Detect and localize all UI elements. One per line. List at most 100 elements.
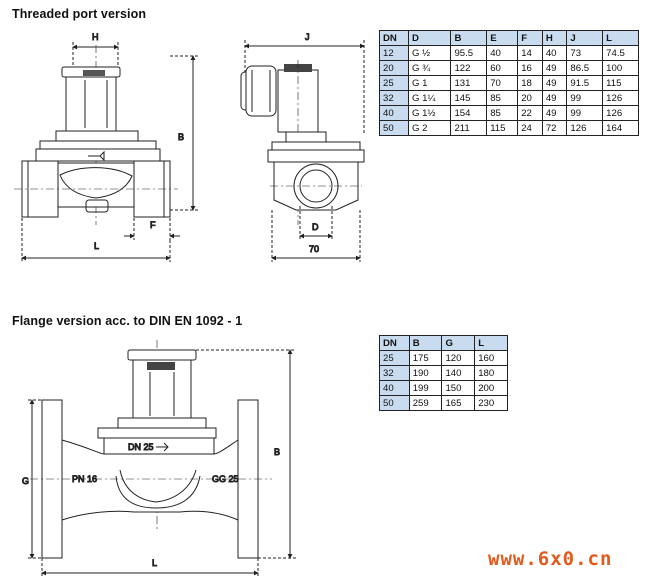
cell: 14 bbox=[517, 45, 543, 61]
col-h: H bbox=[541, 30, 568, 46]
cell: 85 bbox=[486, 105, 519, 121]
cell: 120 bbox=[441, 350, 476, 366]
dim-b-label: B bbox=[178, 132, 184, 142]
cell: 200 bbox=[474, 380, 508, 396]
dim-h-label: H bbox=[92, 32, 99, 42]
cell: 86.5 bbox=[566, 60, 604, 76]
col-d: D bbox=[408, 30, 452, 46]
cell: 12 bbox=[378, 45, 410, 61]
flange-gg-label: GG 25 bbox=[212, 474, 239, 484]
cell: 25 bbox=[379, 350, 410, 366]
col-j: J bbox=[566, 30, 604, 46]
cell: 50 bbox=[379, 395, 410, 411]
cell: 70 bbox=[486, 75, 519, 91]
cell: 25 bbox=[378, 75, 410, 91]
dim-j-label: J bbox=[305, 32, 310, 42]
cell: 60 bbox=[486, 60, 519, 76]
cell: 126 bbox=[566, 120, 604, 136]
cell: 16 bbox=[517, 60, 543, 76]
cell: G 1½ bbox=[408, 105, 452, 121]
cell: 180 bbox=[474, 365, 508, 381]
cell: 160 bbox=[474, 350, 508, 366]
cell: 18 bbox=[517, 75, 543, 91]
col-e: E bbox=[486, 30, 519, 46]
cell: 49 bbox=[541, 105, 568, 121]
cell: G ½ bbox=[408, 45, 452, 61]
flange-dim-b-label: B bbox=[274, 447, 280, 457]
cell: 32 bbox=[379, 365, 410, 381]
cell: 165 bbox=[441, 395, 476, 411]
cell: 49 bbox=[541, 75, 568, 91]
threaded-end-view: J D 70 bbox=[240, 32, 365, 262]
cell: 40 bbox=[379, 380, 410, 396]
cell: 72 bbox=[541, 120, 568, 136]
flange-pn-label: PN 16 bbox=[72, 474, 97, 484]
cell: 175 bbox=[408, 350, 443, 366]
cell: 122 bbox=[450, 60, 488, 76]
cell: 99 bbox=[566, 105, 604, 121]
cell: 20 bbox=[378, 60, 410, 76]
cell: 115 bbox=[602, 75, 639, 91]
cell: 85 bbox=[486, 90, 519, 106]
col-f: F bbox=[517, 30, 543, 46]
threaded-side-view: H B F L bbox=[14, 32, 198, 262]
cell: 99 bbox=[566, 90, 604, 106]
col-l: L bbox=[602, 30, 639, 46]
cell: 154 bbox=[450, 105, 488, 121]
flange-dim-l-label: L bbox=[152, 558, 157, 568]
cell: G ¾ bbox=[408, 60, 452, 76]
cell: 164 bbox=[602, 120, 639, 136]
flange-dn-label: DN 25 bbox=[128, 442, 154, 452]
cell: 50 bbox=[378, 120, 410, 136]
threaded-title: Threaded port version bbox=[12, 7, 147, 21]
cell: 190 bbox=[408, 365, 443, 381]
cell: 49 bbox=[541, 90, 568, 106]
cell: 40 bbox=[378, 105, 410, 121]
col-b: B bbox=[408, 335, 443, 351]
cell: 32 bbox=[378, 90, 410, 106]
cell: 100 bbox=[602, 60, 639, 76]
cell: 150 bbox=[441, 380, 476, 396]
flange-dim-g-label: G bbox=[22, 476, 29, 486]
flange-title: Flange version acc. to DIN EN 1092 - 1 bbox=[12, 314, 243, 328]
cell: 74.5 bbox=[602, 45, 639, 61]
cell: G 1 bbox=[408, 75, 452, 91]
col-l: L bbox=[474, 335, 508, 351]
col-dn: DN bbox=[378, 30, 410, 46]
cell: 145 bbox=[450, 90, 488, 106]
flange-view: DN 25 PN 16 GG 25 G B L bbox=[22, 340, 296, 578]
cell: 126 bbox=[602, 90, 639, 106]
cell: 40 bbox=[541, 45, 568, 61]
cell: 91.5 bbox=[566, 75, 604, 91]
watermark: www.6x0.cn bbox=[488, 548, 613, 570]
col-g: G bbox=[441, 335, 476, 351]
cell: 199 bbox=[408, 380, 443, 396]
cell: G 2 bbox=[408, 120, 452, 136]
cell: 131 bbox=[450, 75, 488, 91]
cell: 49 bbox=[541, 60, 568, 76]
dim-f-label: F bbox=[150, 220, 156, 230]
dim-70-label: 70 bbox=[309, 244, 319, 254]
col-b: B bbox=[450, 30, 488, 46]
dim-l-label: L bbox=[94, 241, 99, 251]
cell: 230 bbox=[474, 395, 508, 411]
cell: 73 bbox=[566, 45, 604, 61]
table-header-row: DN D B E F H J L bbox=[378, 30, 639, 46]
cell: 126 bbox=[602, 105, 639, 121]
cell: 259 bbox=[408, 395, 443, 411]
table-header-row: DN B G L bbox=[379, 335, 508, 351]
col-dn: DN bbox=[379, 335, 410, 351]
cell: 24 bbox=[517, 120, 543, 136]
